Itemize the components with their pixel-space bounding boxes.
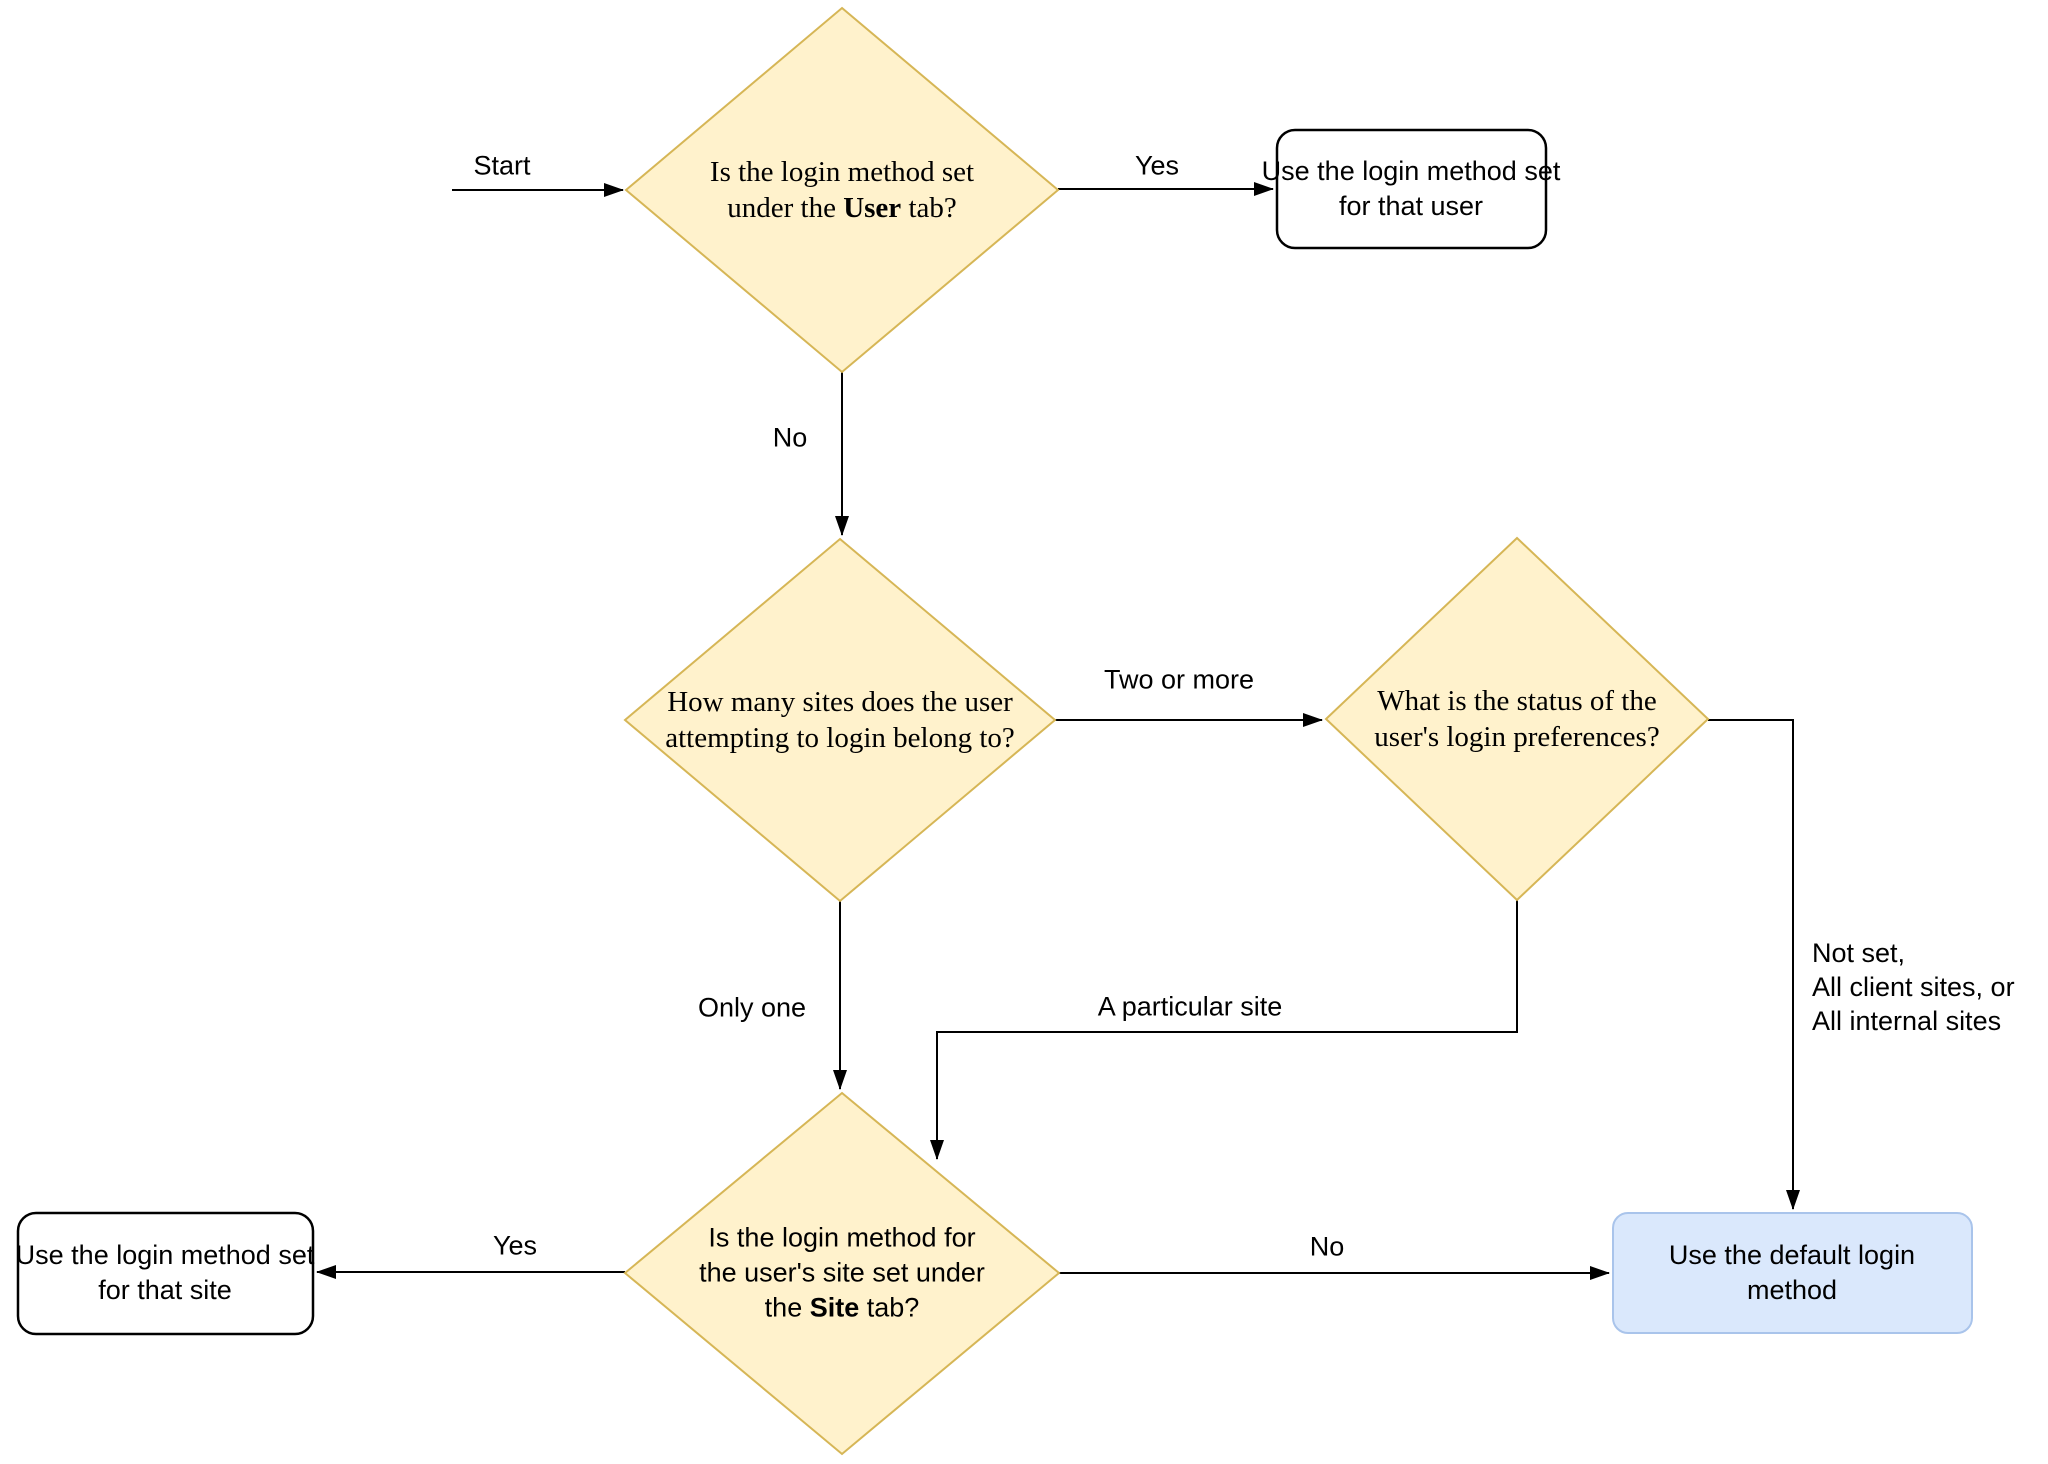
label-start: Start (473, 150, 531, 181)
box-use-site-method-line1: Use the login method set (15, 1240, 315, 1270)
label-only-one: Only one (697, 992, 807, 1023)
label-yes-bottom: Yes (492, 1230, 538, 1261)
decision-site-tab-label: Is the login method for the user's site … (699, 1221, 985, 1326)
edge-a-particular-site (930, 900, 1518, 1160)
decision-site-count-line2: attempting to login belong to? (665, 722, 1015, 754)
box-use-user-method-line1: Use the login method set (1261, 156, 1561, 186)
box-use-user-method-line2: for that user (1338, 191, 1484, 221)
box-use-user-method-label: Use the login method set for that user (1262, 154, 1561, 224)
decision-user-tab-shape (624, 6, 1060, 374)
label-a-particular-site: A particular site (1097, 991, 1283, 1022)
box-use-site-method-label: Use the login method set for that site (16, 1238, 315, 1308)
box-use-default-method-line2: method (1746, 1275, 1838, 1305)
decision-site-tab-line2: the user's site set under (699, 1257, 985, 1288)
decision-preference-status-line2: user's login preferences? (1374, 721, 1660, 753)
label-not-set-line3: All internal sites (1812, 1006, 2002, 1036)
label-not-set-line1: Not set, (1812, 938, 1906, 968)
decision-site-count-label: How many sites does the user attempting … (665, 684, 1015, 756)
label-not-set-line2: All client sites, or (1812, 972, 2015, 1002)
box-use-default-method-shape (1612, 1212, 1973, 1334)
decision-site-tab-line3: the Site tab? (764, 1292, 920, 1323)
label-no-bottom: No (1309, 1231, 1345, 1262)
decision-preference-status-label: What is the status of the user's login p… (1374, 683, 1659, 755)
box-use-site-method-shape (16, 1211, 315, 1336)
decision-user-tab-line1: Is the login method set (709, 156, 975, 188)
box-use-user-method-shape (1275, 128, 1548, 250)
label-yes-top: Yes (1134, 150, 1180, 181)
box-use-site-method-line2: for that site (98, 1275, 232, 1305)
label-not-set: Not set, All client sites, or All intern… (1812, 936, 2015, 1038)
decision-preference-status-shape (1324, 536, 1710, 902)
label-no-top: No (772, 422, 808, 453)
box-use-default-method-line1: Use the default login (1668, 1240, 1916, 1270)
edge-not-set (1708, 719, 1800, 1210)
decision-site-tab-shape (623, 1091, 1061, 1456)
decision-user-tab-label: Is the login method set under the User t… (710, 154, 974, 226)
decision-site-tab-line1: Is the login method for (708, 1222, 976, 1253)
decision-preference-status-line1: What is the status of the (1377, 685, 1657, 717)
decision-user-tab-line2: under the User tab? (727, 192, 957, 224)
box-use-default-method-label: Use the default login method (1669, 1238, 1915, 1308)
decision-site-count-line1: How many sites does the user (667, 686, 1013, 718)
decision-site-count-shape (623, 537, 1057, 903)
label-two-or-more: Two or more (1103, 664, 1255, 695)
